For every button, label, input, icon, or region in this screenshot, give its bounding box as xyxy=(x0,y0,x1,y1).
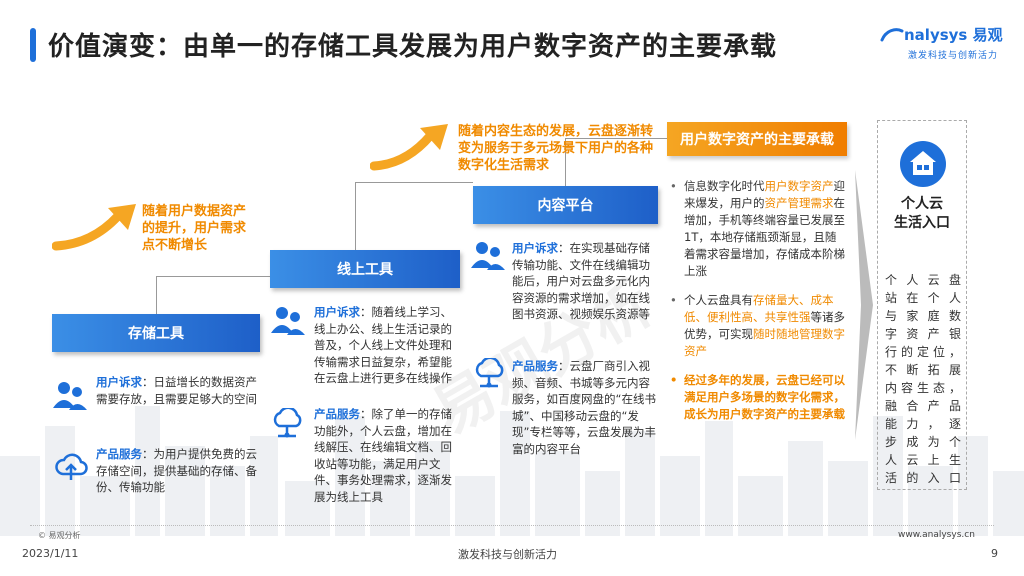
stage1-user-need: 用户诉求：日益增长的数据资产需要存放，且需要足够大的空间 xyxy=(96,374,260,407)
growth-arrow-icon xyxy=(52,204,136,251)
chevron-right-icon xyxy=(855,170,873,440)
bullet-text: 个人云盘具有 xyxy=(684,293,753,307)
bullet-highlight: 随时随地管理数字资产 xyxy=(684,327,845,358)
stage2-user-need-text: ：随着线上学习、线上办公、线上生活记录的普及，个人线上文件处理和传输需求日益复杂… xyxy=(314,305,452,385)
panel-body-line: 内容生态， xyxy=(885,381,961,395)
panel-body-line: 与家庭数 xyxy=(885,309,961,323)
title-accent-bar xyxy=(30,28,36,62)
bullet-text: 在增加，手机等终端容量已发展至1T，本地存储瓶颈渐显，且随着需求容量增加，存储成… xyxy=(684,196,845,278)
footer-date: 2023/1/11 xyxy=(22,547,79,560)
users-icon xyxy=(53,382,87,410)
growth-arrow-icon-2 xyxy=(370,124,448,171)
logo-brand-zh: 易观 xyxy=(972,26,1003,44)
footer-divider xyxy=(30,525,994,526)
cloud-network-icon xyxy=(273,408,302,438)
cloud-upload-icon xyxy=(55,453,88,480)
logo-swoosh-icon xyxy=(880,28,904,42)
connector-3 xyxy=(565,138,667,186)
stage-storage-tool: 存储工具 xyxy=(52,314,260,352)
bullet-text: 迎来爆发，用户的 xyxy=(684,179,845,210)
user-need-label: 用户诉求 xyxy=(96,375,142,389)
cloud-network-icon xyxy=(475,358,504,388)
user-need-label: 用户诉求 xyxy=(314,305,360,319)
connector-2 xyxy=(355,182,473,250)
stage1-product-service: 产品服务：为用户提供免费的云存储空间，提供基础的存储、备份、传输功能 xyxy=(96,446,260,496)
house-glyph-icon xyxy=(910,151,936,175)
panel-body-line: 人云上生 xyxy=(885,453,961,467)
note-data-asset-growth: 随着用户数据资产的提升，用户需求点不断增长 xyxy=(142,204,247,253)
panel-body-line: 个人云盘 xyxy=(885,273,961,287)
stage3-product-service: 产品服务：云盘厂商引入视频、音频、书城等多元内容服务，如百度网盘的“在线书城”、… xyxy=(512,358,658,457)
carrier-bullet-3: 经过多年的发展，云盘已经可以满足用户多场景的数字化需求，成长为用户数字资产的主要… xyxy=(670,372,845,423)
product-service-label: 产品服务 xyxy=(96,447,142,461)
panel-body-line: 行的定位， xyxy=(885,345,961,359)
page-number: 9 xyxy=(991,547,998,560)
panel-body-line: 步成为个 xyxy=(885,435,961,449)
panel-title-line-2: 生活入口 xyxy=(894,215,950,231)
bullet-text: 等诸多优势，可实现 xyxy=(684,310,845,341)
panel-body-line: 融合产品 xyxy=(885,399,961,413)
stage2-product-service: 产品服务：除了单一的存储功能外，个人云盘，增加在线解压、在线编辑文档、回收站等功… xyxy=(314,406,462,505)
carrier-header: 用户数字资产的主要承载 xyxy=(667,122,847,156)
logo-slogan: 激发科技与创新活力 xyxy=(908,51,999,61)
panel-body-line: 活的入口 xyxy=(885,471,961,485)
product-service-label: 产品服务 xyxy=(512,359,558,373)
bullet-highlight: 存储量大、成本低、便利性高、共享性强 xyxy=(684,293,834,324)
personal-cloud-panel: 个人云 生活入口 个人云盘 站在个人 与家庭数 字资产银 行的定位， 不断拓展 … xyxy=(877,120,967,490)
carrier-bullet-2: 个人云盘具有存储量大、成本低、便利性高、共享性强等诸多优势，可实现随时随地管理数… xyxy=(670,292,845,360)
logo-brand-en: nalysys xyxy=(904,26,968,44)
panel-body: 个人云盘 站在个人 与家庭数 字资产银 行的定位， 不断拓展 内容生态， 融合产… xyxy=(885,271,961,487)
bullet-text: 信息数字化时代 xyxy=(684,179,765,193)
skyline-background xyxy=(0,406,1024,536)
users-icon xyxy=(271,307,305,335)
brand-logo: nalysys 易观 激发科技与创新活力 xyxy=(880,24,1010,61)
stage2-product-service-text: ：除了单一的存储功能外，个人云盘，增加在线解压、在线编辑文档、回收站等功能，满足… xyxy=(314,407,452,504)
carrier-bullet-1: 信息数字化时代用户数字资产迎来爆发，用户的资产管理需求在增加，手机等终端容量已发… xyxy=(670,178,845,280)
stage1-product-service-text: ：为用户提供免费的云存储空间，提供基础的存储、备份、传输功能 xyxy=(96,447,257,494)
stage3-user-need-text: ：在实现基础存储传输功能、文件在线编辑功能后，用户对云盘多元化内容资源的需求增加… xyxy=(512,241,650,321)
panel-body-line: 字资产银 xyxy=(885,327,961,341)
panel-body-line: 不断拓展 xyxy=(885,363,961,377)
product-service-label: 产品服务 xyxy=(314,407,360,421)
panel-title: 个人云 生活入口 xyxy=(878,195,966,233)
stage3-user-need: 用户诉求：在实现基础存储传输功能、文件在线编辑功能后，用户对云盘多元化内容资源的… xyxy=(512,240,658,323)
stage-content-platform: 内容平台 xyxy=(473,186,658,224)
note-content-ecosystem: 随着内容生态的发展，云盘逐渐转变为服务于多元场景下用户的各种数字化生活需求 xyxy=(458,124,654,173)
footer-slogan: 激发科技与创新活力 xyxy=(458,548,557,561)
carrier-bullets: 信息数字化时代用户数字资产迎来爆发，用户的资产管理需求在增加，手机等终端容量已发… xyxy=(670,178,845,435)
logo-wordmark: nalysys 易观 xyxy=(880,24,1010,45)
stage2-user-need: 用户诉求：随着线上学习、线上办公、线上生活记录的普及，个人线上文件处理和传输需求… xyxy=(314,304,462,387)
stage3-product-service-text: ：云盘厂商引入视频、音频、书城等多元内容服务，如百度网盘的“在线书城”、中国移动… xyxy=(512,359,656,456)
footer-url[interactable]: www.analysys.cn xyxy=(898,530,975,540)
page-title: 价值演变：由单一的存储工具发展为用户数字资产的主要承载 xyxy=(48,32,778,62)
footer-copyright: © 易观分析 xyxy=(38,531,81,540)
stage-online-tool: 线上工具 xyxy=(270,250,460,288)
user-need-label: 用户诉求 xyxy=(512,241,558,255)
panel-body-line: 能力，逐 xyxy=(885,417,961,431)
house-icon xyxy=(900,141,946,187)
stage1-user-need-text: ：日益增长的数据资产需要存放，且需要足够大的空间 xyxy=(96,375,257,406)
connector-1 xyxy=(156,276,270,314)
panel-title-line-1: 个人云 xyxy=(901,196,943,212)
bullet-highlight: 资产管理需求 xyxy=(764,196,834,210)
panel-body-line: 站在个人 xyxy=(885,291,961,305)
bullet-highlight: 用户数字资产 xyxy=(764,179,834,193)
users-icon xyxy=(471,242,505,270)
